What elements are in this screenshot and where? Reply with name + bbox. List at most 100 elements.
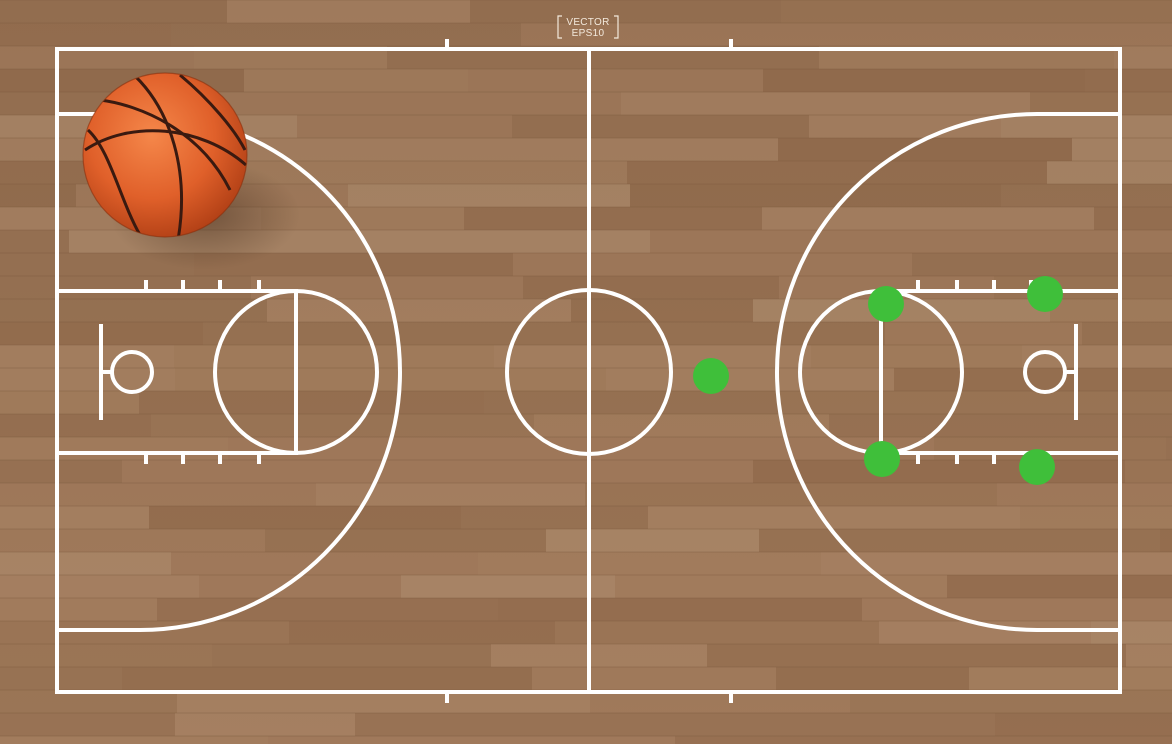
- wood-plank: [654, 713, 995, 736]
- wood-plank: [811, 345, 1022, 368]
- wood-plank: [401, 575, 615, 598]
- wood-plank: [491, 644, 707, 667]
- wood-plank: [0, 0, 227, 23]
- wood-plank: [546, 529, 759, 552]
- wood-plank: [969, 667, 1172, 690]
- wood-plank: [1001, 115, 1172, 138]
- player-marker-dot: [693, 358, 729, 394]
- wood-plank: [470, 0, 781, 23]
- wood-plank: [464, 207, 762, 230]
- wood-plank: [855, 736, 1172, 744]
- wood-plank: [494, 345, 811, 368]
- wood-plank: [1091, 621, 1172, 644]
- wood-plank: [0, 23, 171, 46]
- wood-plank: [175, 713, 355, 736]
- badge-line1: VECTOR: [566, 17, 609, 28]
- wood-plank: [0, 345, 174, 368]
- wood-plank: [0, 414, 151, 437]
- wood-plank: [265, 529, 546, 552]
- player-marker-dot: [1027, 276, 1063, 312]
- wood-plank: [778, 138, 1072, 161]
- wood-plank: [994, 276, 1172, 299]
- wood-plank: [0, 299, 267, 322]
- wood-plank: [171, 23, 521, 46]
- wood-plank: [316, 483, 585, 506]
- wood-plank: [1125, 460, 1172, 483]
- wood-plank: [0, 736, 268, 744]
- wood-plank: [174, 345, 494, 368]
- player-marker-dot: [1019, 449, 1055, 485]
- wood-plank: [0, 138, 73, 161]
- wood-plank: [627, 161, 1047, 184]
- wood-plank: [1166, 437, 1172, 460]
- wood-plank: [512, 115, 809, 138]
- wood-plank: [1114, 46, 1172, 69]
- wood-plank: [157, 598, 498, 621]
- wood-plank: [244, 69, 468, 92]
- wood-plank: [268, 736, 675, 744]
- wood-plank: [995, 713, 1172, 736]
- wood-plank: [1160, 529, 1172, 552]
- wood-plank: [227, 0, 470, 23]
- wood-plank: [830, 23, 1172, 46]
- wood-plank: [1165, 690, 1172, 713]
- wood-plank: [355, 713, 654, 736]
- wood-plank: [809, 115, 1001, 138]
- wood-plank: [468, 69, 763, 92]
- wood-plank: [0, 621, 289, 644]
- wood-plank: [885, 322, 1082, 345]
- wood-plank: [648, 506, 1020, 529]
- wood-plank: [759, 529, 1160, 552]
- wood-plank: [997, 483, 1172, 506]
- wood-plank: [289, 621, 555, 644]
- wood-plank: [224, 161, 627, 184]
- wood-plank: [122, 460, 403, 483]
- wood-plank: [513, 253, 912, 276]
- wood-plank: [461, 506, 648, 529]
- wood-plank: [778, 391, 1172, 414]
- wood-plank: [0, 506, 149, 529]
- badge-line2: EPS10: [572, 28, 605, 39]
- wood-plank: [532, 667, 776, 690]
- wood-plank: [476, 322, 885, 345]
- player-marker-dot: [864, 441, 900, 477]
- wood-plank: [650, 230, 1056, 253]
- wood-plank: [228, 437, 579, 460]
- wood-plank: [0, 460, 122, 483]
- wood-plank: [555, 621, 879, 644]
- wood-plank: [571, 299, 753, 322]
- wood-plank: [0, 644, 212, 667]
- wood-plank: [0, 276, 251, 299]
- wood-plank: [585, 483, 997, 506]
- wood-plank: [762, 207, 1094, 230]
- wood-plank: [203, 322, 476, 345]
- wood-plank: [912, 253, 1172, 276]
- wood-plank: [630, 184, 1001, 207]
- wood-plank: [484, 391, 778, 414]
- wood-plank: [175, 368, 606, 391]
- wood-plank: [1126, 644, 1172, 667]
- wood-plank: [1030, 92, 1172, 115]
- wood-plank: [1022, 345, 1172, 368]
- wood-plank: [781, 0, 1172, 23]
- wood-plank: [0, 437, 228, 460]
- wood-plank: [212, 644, 491, 667]
- wood-plank: [1094, 207, 1172, 230]
- wood-plank: [0, 184, 76, 207]
- wood-plank: [1082, 322, 1172, 345]
- wood-plank: [403, 460, 753, 483]
- wood-plank: [947, 575, 1172, 598]
- wood-plank: [753, 460, 1125, 483]
- wood-plank: [0, 483, 316, 506]
- wood-plank: [1050, 299, 1172, 322]
- wood-plank: [776, 667, 969, 690]
- wood-plank: [381, 138, 778, 161]
- wood-plank: [0, 713, 175, 736]
- wood-plank: [1020, 506, 1172, 529]
- wood-plank: [0, 598, 157, 621]
- wood-plank: [478, 552, 821, 575]
- wood-plank: [862, 598, 1172, 621]
- wood-plank: [289, 230, 650, 253]
